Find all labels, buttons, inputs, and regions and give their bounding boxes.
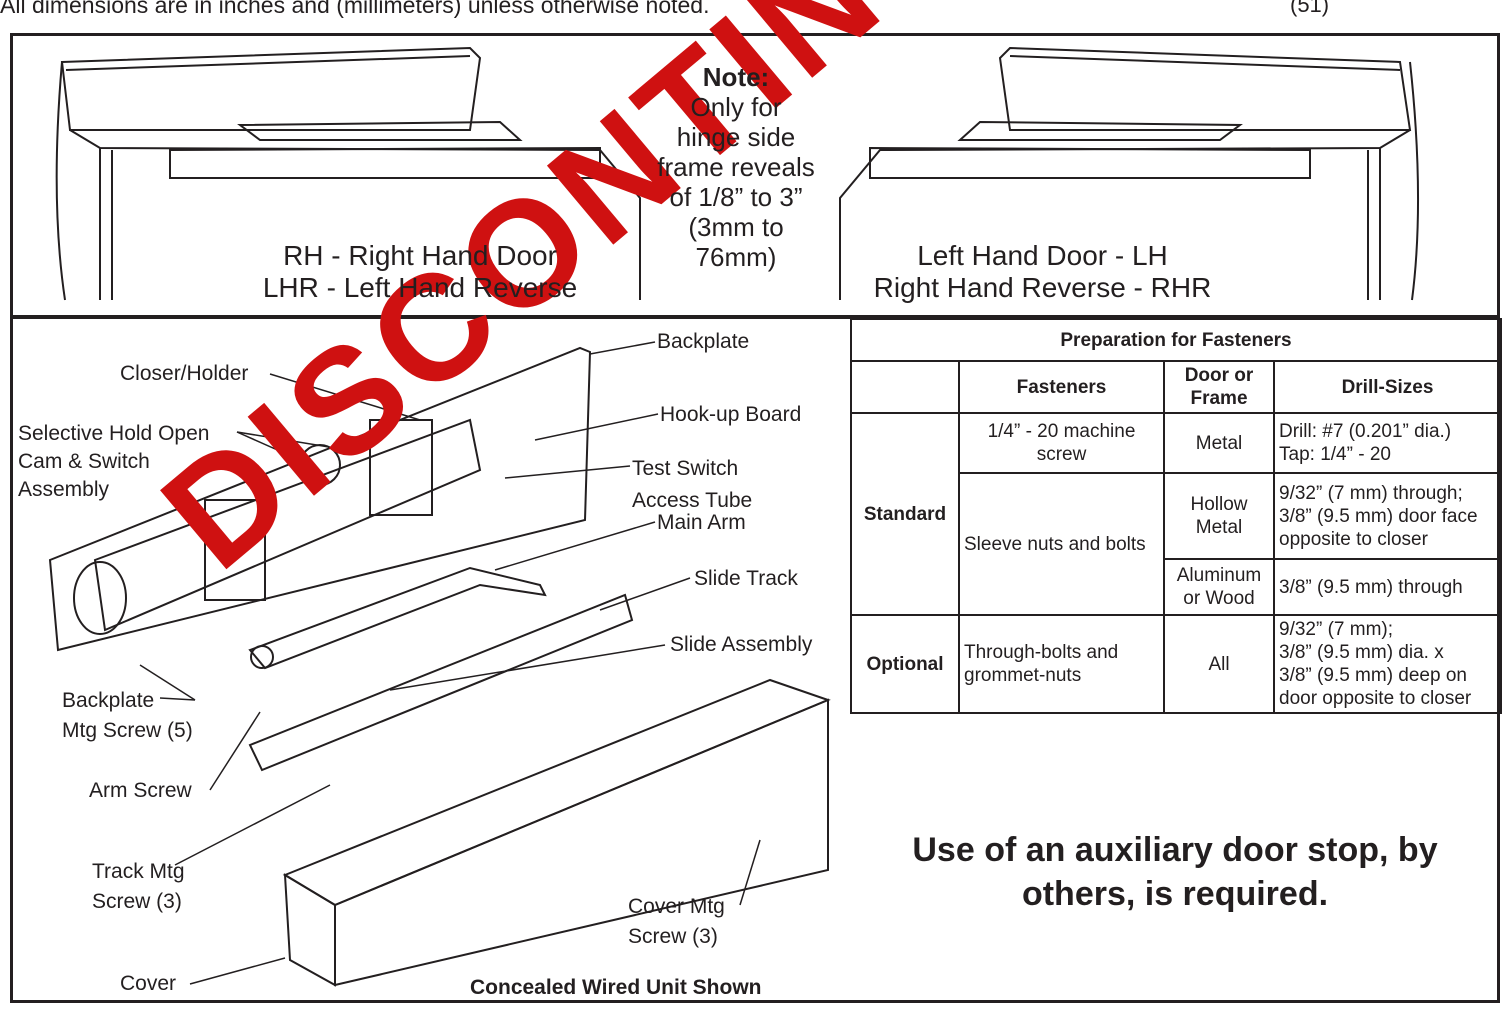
- lh-label-line-2: Right Hand Reverse - RHR: [873, 272, 1212, 303]
- drill-line: 3/8” (9.5 mm) dia. x: [1279, 642, 1444, 663]
- drill-line: 3/8” (9.5 mm) door face: [1279, 505, 1478, 527]
- table-row: Sleeve nuts and bolts Hollow Metal 9/32”…: [851, 472, 1502, 616]
- drill-line: Tap: 1/4” - 20: [1279, 444, 1391, 465]
- table-header: Door or Frame: [1163, 360, 1275, 414]
- table-cell: All: [1163, 614, 1275, 714]
- callout-closer-holder: Closer/Holder: [120, 362, 249, 385]
- dimensions-note: All dimensions are in inches and (millim…: [0, 0, 710, 18]
- table-row: Standard 1/4” - 20 machine screw Metal D…: [850, 412, 1502, 616]
- table-title: Preparation for Fasteners: [850, 318, 1502, 362]
- note-title: Note:: [702, 62, 770, 92]
- drill-line: Drill: #7 (0.201” dia.): [1279, 421, 1452, 442]
- note-line: frame reveals: [657, 152, 815, 182]
- main-arm-illustration: [248, 566, 547, 670]
- note-line: of 1/8” to 3”: [669, 182, 803, 212]
- callout-line: Screw (3): [92, 890, 182, 913]
- door-stop-notice: Use of an auxiliary door stop, by others…: [912, 831, 1438, 913]
- table-cell: Metal: [1163, 412, 1275, 474]
- closer-body-illustration: [73, 418, 482, 635]
- note-line: hinge side: [676, 122, 796, 152]
- table-row: Optional Through-bolts and grommet-nuts …: [850, 614, 1502, 714]
- callout-leaders: [139, 341, 761, 985]
- table-header: Drill-Sizes: [1273, 360, 1502, 414]
- rh-label-line-2: LHR - Left Hand Reverse: [262, 272, 578, 303]
- lh-door-label: Left Hand Door - LH Right Hand Reverse -…: [850, 240, 1235, 304]
- table-title-row: Preparation for Fasteners: [850, 318, 1502, 362]
- callout-line: Track Mtg: [92, 860, 185, 883]
- callout-line: Cam & Switch: [18, 450, 150, 473]
- callout-line: Access Tube: [632, 489, 753, 512]
- drawing-caption: Concealed Wired Unit Shown: [470, 976, 762, 999]
- drill-line: door opposite to closer: [1279, 688, 1472, 709]
- table-header-blank: [850, 360, 960, 414]
- callout-line: Screw (3): [628, 925, 718, 948]
- table-header-row: Fasteners Door or Frame Drill-Sizes: [850, 360, 1502, 414]
- callout-line: Mtg Screw (5): [62, 719, 193, 742]
- drill-line: 3/8” (9.5 mm) deep on: [1279, 665, 1467, 686]
- callout-line: Backplate: [62, 689, 155, 712]
- slide-track-illustration: [248, 593, 634, 772]
- lh-label-line-1: Left Hand Door - LH: [917, 240, 1168, 271]
- drill-line: 9/32” (7 mm);: [1279, 619, 1394, 640]
- cover-illustration: [282, 678, 831, 987]
- callout-track-screw: Track Mtg Screw (3): [92, 857, 185, 917]
- callout-selective-hold-open: Selective Hold Open Cam & Switch Assembl…: [18, 420, 209, 504]
- rh-label-line-1: RH - Right Hand Door: [283, 240, 557, 271]
- header-fragment: (51): [1290, 0, 1330, 17]
- callout-line: Cover Mtg: [628, 895, 725, 918]
- backplate-illustration: [48, 346, 592, 652]
- callout-line: Assembly: [18, 478, 110, 501]
- table-cell: 9/32” (7 mm) through; 3/8” (9.5 mm) door…: [1273, 472, 1502, 560]
- note-line: (3mm to: [688, 212, 784, 242]
- callout-test-switch: Test Switch Access Tube: [632, 453, 752, 517]
- reveal-note: Note: Only for hinge side frame reveals …: [646, 62, 826, 272]
- table-cell: Hollow Metal: [1163, 472, 1275, 560]
- callout-backplate-screw: Backplate Mtg Screw (5): [62, 686, 193, 746]
- callout-line: Test Switch: [632, 457, 739, 480]
- table-cell: Aluminum or Wood: [1163, 558, 1275, 616]
- drill-line: opposite to closer: [1279, 528, 1428, 550]
- callout-slide-assembly: Slide Assembly: [670, 633, 813, 656]
- rh-door-label: RH - Right Hand Door LHR - Left Hand Rev…: [210, 240, 630, 304]
- note-line: Only for: [690, 92, 782, 122]
- table-header: Fasteners: [958, 360, 1165, 414]
- rh-door-header-illustration: [55, 46, 641, 301]
- row-group-optional: Optional: [850, 614, 960, 714]
- table-cell: 1/4” - 20 machine screw: [958, 412, 1165, 474]
- note-line: 76mm): [695, 242, 777, 272]
- callout-main-arm: Main Arm: [657, 511, 746, 534]
- callout-backplate: Backplate: [657, 330, 750, 353]
- table-cell: Through-bolts and grommet-nuts: [958, 614, 1165, 714]
- panel-divider: [10, 315, 1500, 319]
- table-cell: Drill: #7 (0.201” dia.) Tap: 1/4” - 20: [1273, 412, 1502, 474]
- callout-arm-screw: Arm Screw: [89, 779, 192, 802]
- table-cell: 3/8” (9.5 mm) through: [1273, 558, 1502, 616]
- table-row: Aluminum or Wood 3/8” (9.5 mm) through: [851, 558, 1502, 616]
- callout-line: Selective Hold Open: [18, 422, 210, 445]
- table-cell: 9/32” (7 mm); 3/8” (9.5 mm) dia. x 3/8” …: [1273, 614, 1502, 714]
- callout-cover-screw: Cover Mtg Screw (3): [628, 892, 725, 952]
- fastener-prep-table: Preparation for Fasteners Fasteners Door…: [850, 318, 1502, 714]
- callout-cover: Cover: [120, 972, 177, 995]
- drill-line: 9/32” (7 mm) through;: [1279, 482, 1463, 504]
- table-cell: Sleeve nuts and bolts: [958, 472, 1165, 616]
- callout-slide-track: Slide Track: [694, 567, 798, 590]
- callout-hookup-board: Hook-up Board: [660, 403, 802, 426]
- lh-door-header-illustration: [839, 46, 1420, 301]
- row-group-standard: Standard: [850, 412, 960, 616]
